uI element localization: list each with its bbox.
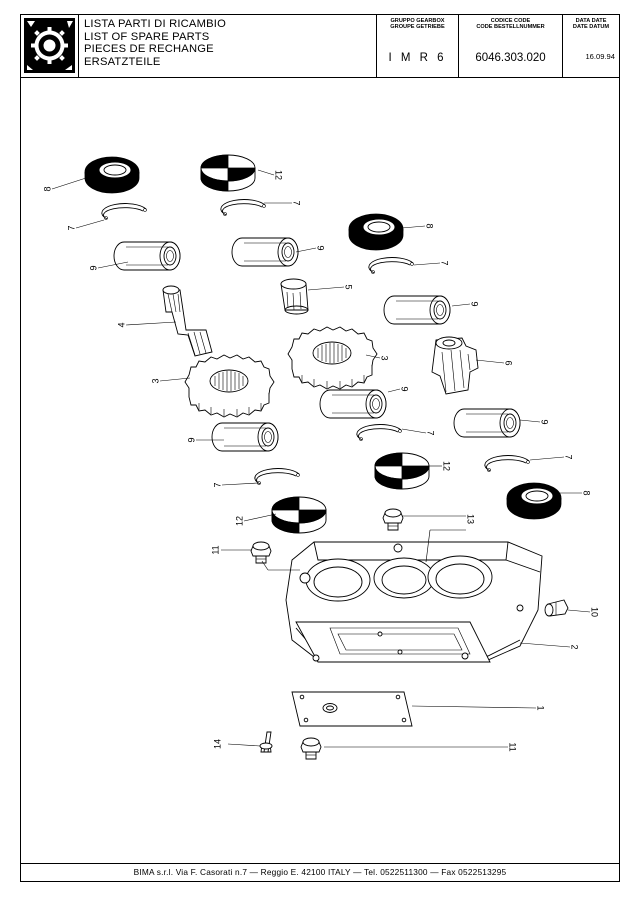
- title-english: LIST OF SPARE PARTS: [84, 30, 210, 43]
- title-languages: LISTA PARTI DI RICAMBIO LIST OF SPARE PA…: [79, 15, 377, 77]
- cover-plate-1: [291, 691, 413, 727]
- date-value: 16.09.94: [585, 52, 615, 61]
- title-block: LISTA PARTI DI RICAMBIO LIST OF SPARE PA…: [21, 15, 619, 78]
- gear-logo-icon: [24, 18, 75, 73]
- footer-address: BIMA s.r.l. Via F. Casorati n.7 — Reggio…: [21, 863, 619, 881]
- part-label-9d: 9: [400, 386, 410, 391]
- part-label-5: 5: [344, 284, 354, 289]
- title-french: PIECES DE RECHANGE: [84, 43, 214, 56]
- part-label-14: 14: [212, 739, 222, 749]
- part-label-9e: 9: [470, 301, 480, 306]
- group-value: I M R 6: [388, 52, 447, 64]
- part-number-labels: 8 7 9 4 3 9 7 12 11 12 7 9 5 3 9 7 12 8 7 9 6 9 7 8 13 10 2 1 14 11: [42, 170, 599, 752]
- part-label-9f: 9: [540, 419, 550, 424]
- part-label-12a: 12: [234, 516, 244, 526]
- part-label-7a: 7: [66, 225, 76, 230]
- part-label-4: 4: [116, 322, 126, 327]
- screw-14: [259, 731, 273, 753]
- part-label-1: 1: [536, 705, 546, 710]
- group-label-2: GROUPE GETRIEBE: [390, 24, 445, 31]
- group-label-1: GRUPPO GEARBOX: [390, 18, 445, 24]
- part-label-7c: 7: [292, 200, 302, 205]
- input-shaft-4: [162, 285, 213, 357]
- date-label-2: DATE DATUM: [572, 24, 610, 31]
- part-label-8a: 8: [42, 186, 52, 191]
- part-label-6: 6: [504, 360, 514, 365]
- shaft-spacer-5: [280, 278, 309, 315]
- code-label-2: CODE BESTELLNUMMER: [476, 24, 545, 31]
- part-label-7d: 7: [426, 430, 436, 435]
- part-label-7b: 7: [212, 482, 222, 487]
- part-label-9b: 9: [186, 437, 196, 442]
- part-label-3a: 3: [150, 378, 160, 383]
- part-label-11b: 11: [508, 742, 518, 751]
- leader-lines: [51, 169, 591, 748]
- gearbox-housing-2: [285, 541, 543, 663]
- title-german: ERSATZTEILE: [84, 55, 161, 68]
- part-label-2: 2: [570, 644, 580, 649]
- pinion-gear-6: [431, 336, 479, 395]
- part-label-3b: 3: [380, 355, 390, 360]
- part-label-10: 10: [590, 607, 600, 617]
- part-label-8c: 8: [582, 490, 592, 495]
- part-label-7f: 7: [564, 454, 574, 459]
- part-label-12c: 12: [442, 461, 452, 471]
- part-label-9c: 9: [316, 245, 326, 250]
- code-value: 6046.303.020: [475, 52, 546, 64]
- drawing-sheet: LISTA PARTI DI RICAMBIO LIST OF SPARE PA…: [20, 14, 620, 882]
- level-plug-10: [544, 599, 569, 617]
- part-label-9a: 9: [88, 265, 98, 270]
- part-label-7e: 7: [440, 260, 450, 265]
- title-italian: LISTA PARTI DI RICAMBIO: [84, 18, 226, 30]
- part-label-8b: 8: [425, 223, 435, 228]
- date-label-1: DATA DATE: [575, 18, 607, 24]
- code-label-1: CODICE CODE: [490, 18, 531, 24]
- part-label-12b: 12: [274, 170, 284, 180]
- company-logo: [21, 15, 79, 77]
- part-label-11a: 11: [210, 545, 220, 554]
- part-label-13: 13: [466, 514, 476, 524]
